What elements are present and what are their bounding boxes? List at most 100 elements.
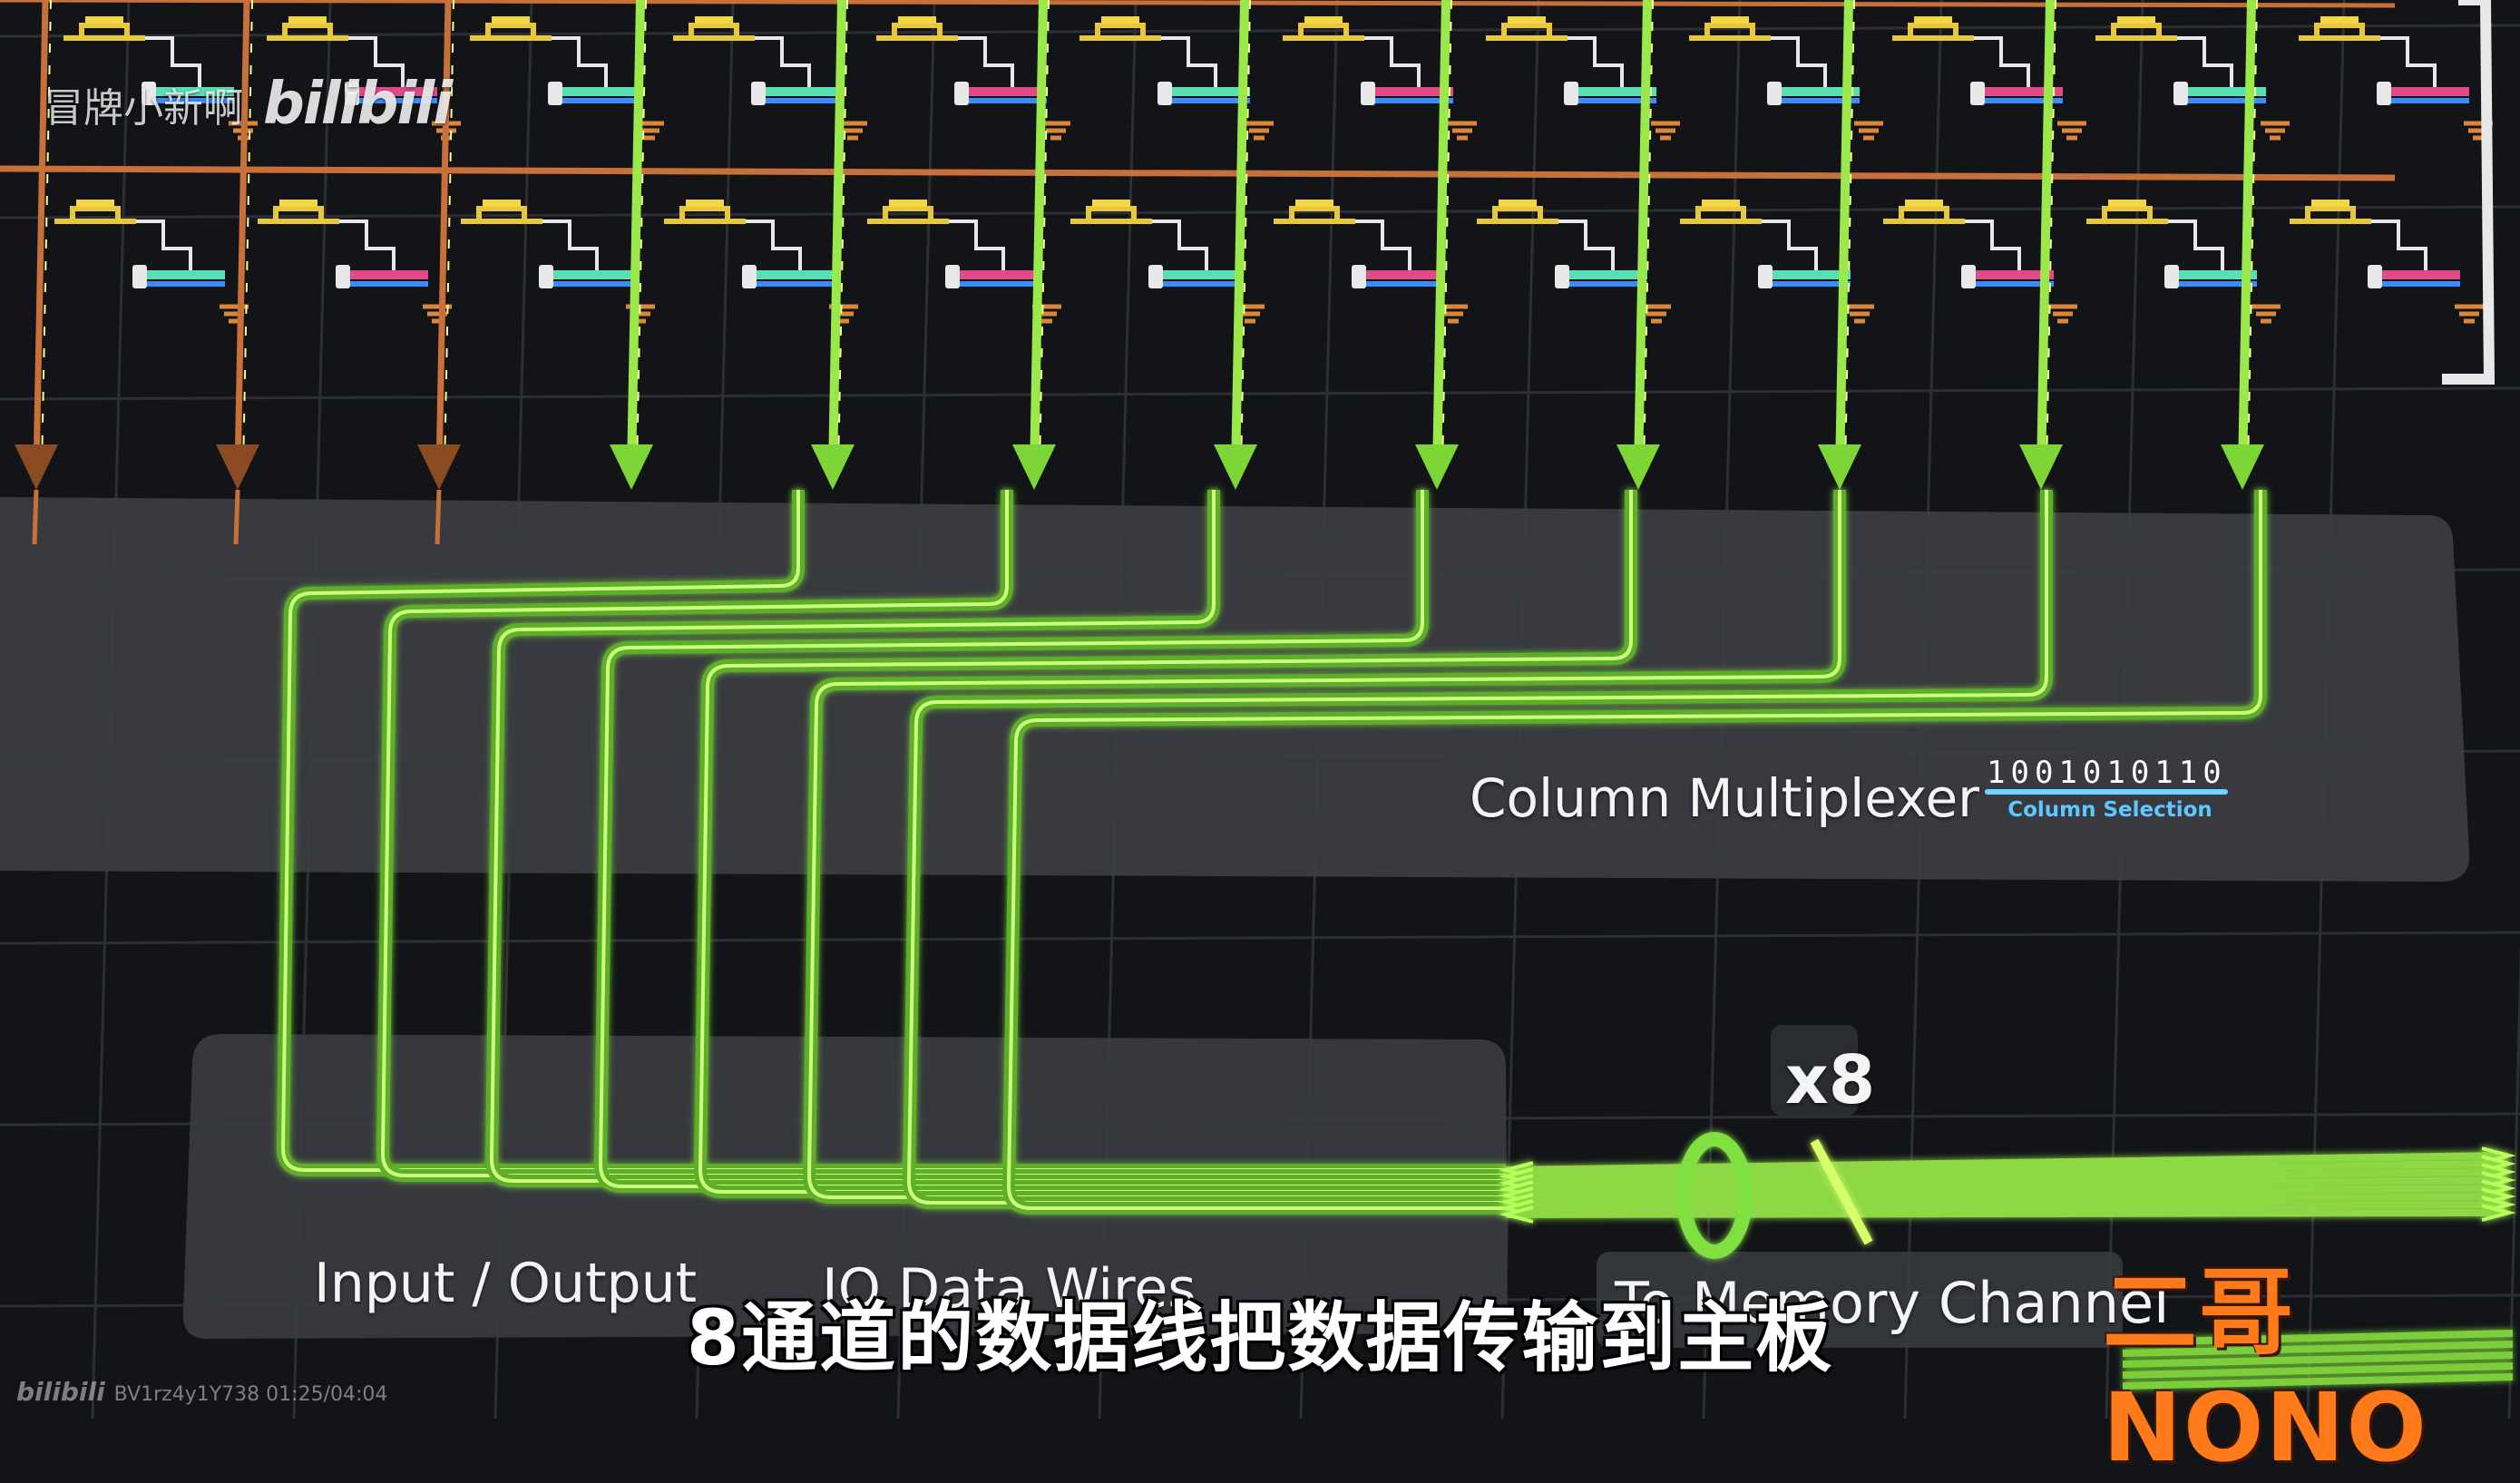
cell-lead [746,220,802,276]
capacitor-icon [550,270,631,279]
transistor-gate [2108,200,2146,207]
bit-line-pulse [1039,0,1050,473]
io-data-wire-core [907,490,2048,1205]
capacitor-icon [1981,87,2063,96]
transistor-gate [288,16,327,24]
capacitor-contact [539,265,553,288]
transistor-gate [1101,16,1139,24]
capacitor-contact [2164,265,2179,288]
channel-wire [1505,1185,2505,1199]
io-data-wire-core [1007,490,2262,1210]
bit-line-pulse [1441,0,1452,473]
bit-line [234,0,250,473]
bit-line [1634,0,1652,473]
transistor-gate [76,200,114,207]
column-selection-bar [1985,789,2228,795]
transistor-icon [1477,206,1558,224]
ground-icon [1448,121,1477,141]
channel-ring-icon [1676,1132,1753,1259]
capacitor-plate [1363,281,1444,287]
grid-line [0,386,2520,401]
cell-lead [542,220,599,276]
grid-line [0,931,2520,945]
capacitor-plate [143,281,225,287]
memory-cell [2086,200,2281,324]
ground-icon [2261,121,2290,141]
cell-lead [2168,220,2224,276]
capacitor-plate [956,281,1038,287]
bit-line [1030,0,1048,473]
capacitor-icon [1566,270,1647,279]
transistor-gate [2320,16,2359,24]
transistor-gate [1914,16,1952,24]
io-data-wire-core [698,490,1633,1194]
cell-lead [1558,220,1615,276]
transistor-icon [267,23,348,41]
bit-line-pulse [1643,0,1654,473]
bit-line-stub [32,489,39,545]
memory-cell [63,16,258,141]
grid-line [0,205,2520,220]
ground-icon [1041,121,1070,141]
bit-line [33,0,49,473]
capacitor-contact [2368,265,2382,288]
cell-lead [1355,220,1411,276]
transistor-icon [2299,23,2380,41]
transistor-gate [1304,16,1343,24]
arrow-down-icon [1415,444,1459,490]
transistor-gate [492,16,530,24]
bit-line-pulse [636,0,647,473]
transistor-icon [2095,23,2177,41]
ground-icon [2048,304,2077,324]
memory-cell [2290,200,2484,324]
input-output-label: Input / Output [314,1252,698,1315]
capacitor-plate [2388,98,2469,103]
transistor-gate [2311,200,2349,207]
capacitor-icon [1363,270,1444,279]
bit-line [2238,0,2256,473]
capacitor-contact [945,265,960,288]
transistor-gate [2117,16,2155,24]
transistor-gate [85,16,123,24]
x8-slash-icon [1810,1138,1873,1245]
capacitor-plate [1372,98,1453,103]
transistor-icon [54,206,136,224]
transistor-gate [1508,16,1546,24]
transistor-icon [1079,23,1161,41]
io-data-wire-core [490,490,1506,1183]
transistor-icon [63,23,145,41]
memory-cell [664,200,858,324]
io-data-wires [277,490,2267,1215]
capacitor-icon [143,270,225,279]
dram-circuit-scene [0,0,2520,1419]
bit-line-pulse [1240,0,1251,473]
capacitor-plate [1981,98,2063,103]
column-selection-label: Column Selection [2007,798,2212,822]
ground-icon [1845,304,1874,324]
capacitor-icon [1769,270,1851,279]
cell-lead [1965,220,2021,276]
channel-wire-lower [2122,1362,2514,1379]
transistor-icon [1892,23,1974,41]
capacitor-icon [347,270,428,279]
bit-line [627,0,645,473]
ground-icon [2455,304,2484,324]
capacitor-plate [2378,281,2460,287]
capacitor-contact [742,265,757,288]
footer-video-id: BV1rz4y1Y738 01:25/04:04 [113,1383,388,1406]
transistor-icon [664,206,746,224]
transistor-icon [2290,206,2371,224]
memory-cell [673,16,867,141]
capacitor-plate [550,281,631,287]
multiplexer-panel [0,497,2470,882]
ground-icon [1245,121,1274,141]
cell-lead [2177,36,2233,93]
transistor-gate [1295,200,1333,207]
brand-watermark: 二哥NONO [2103,1257,2428,1483]
cell-lead [2371,220,2427,276]
capacitor-icon [1372,87,1453,96]
capacitor-contact [132,265,147,288]
transistor-gate [279,200,317,207]
capacitor-plate [1972,281,2054,287]
bit-line-pulse [2046,0,2056,473]
